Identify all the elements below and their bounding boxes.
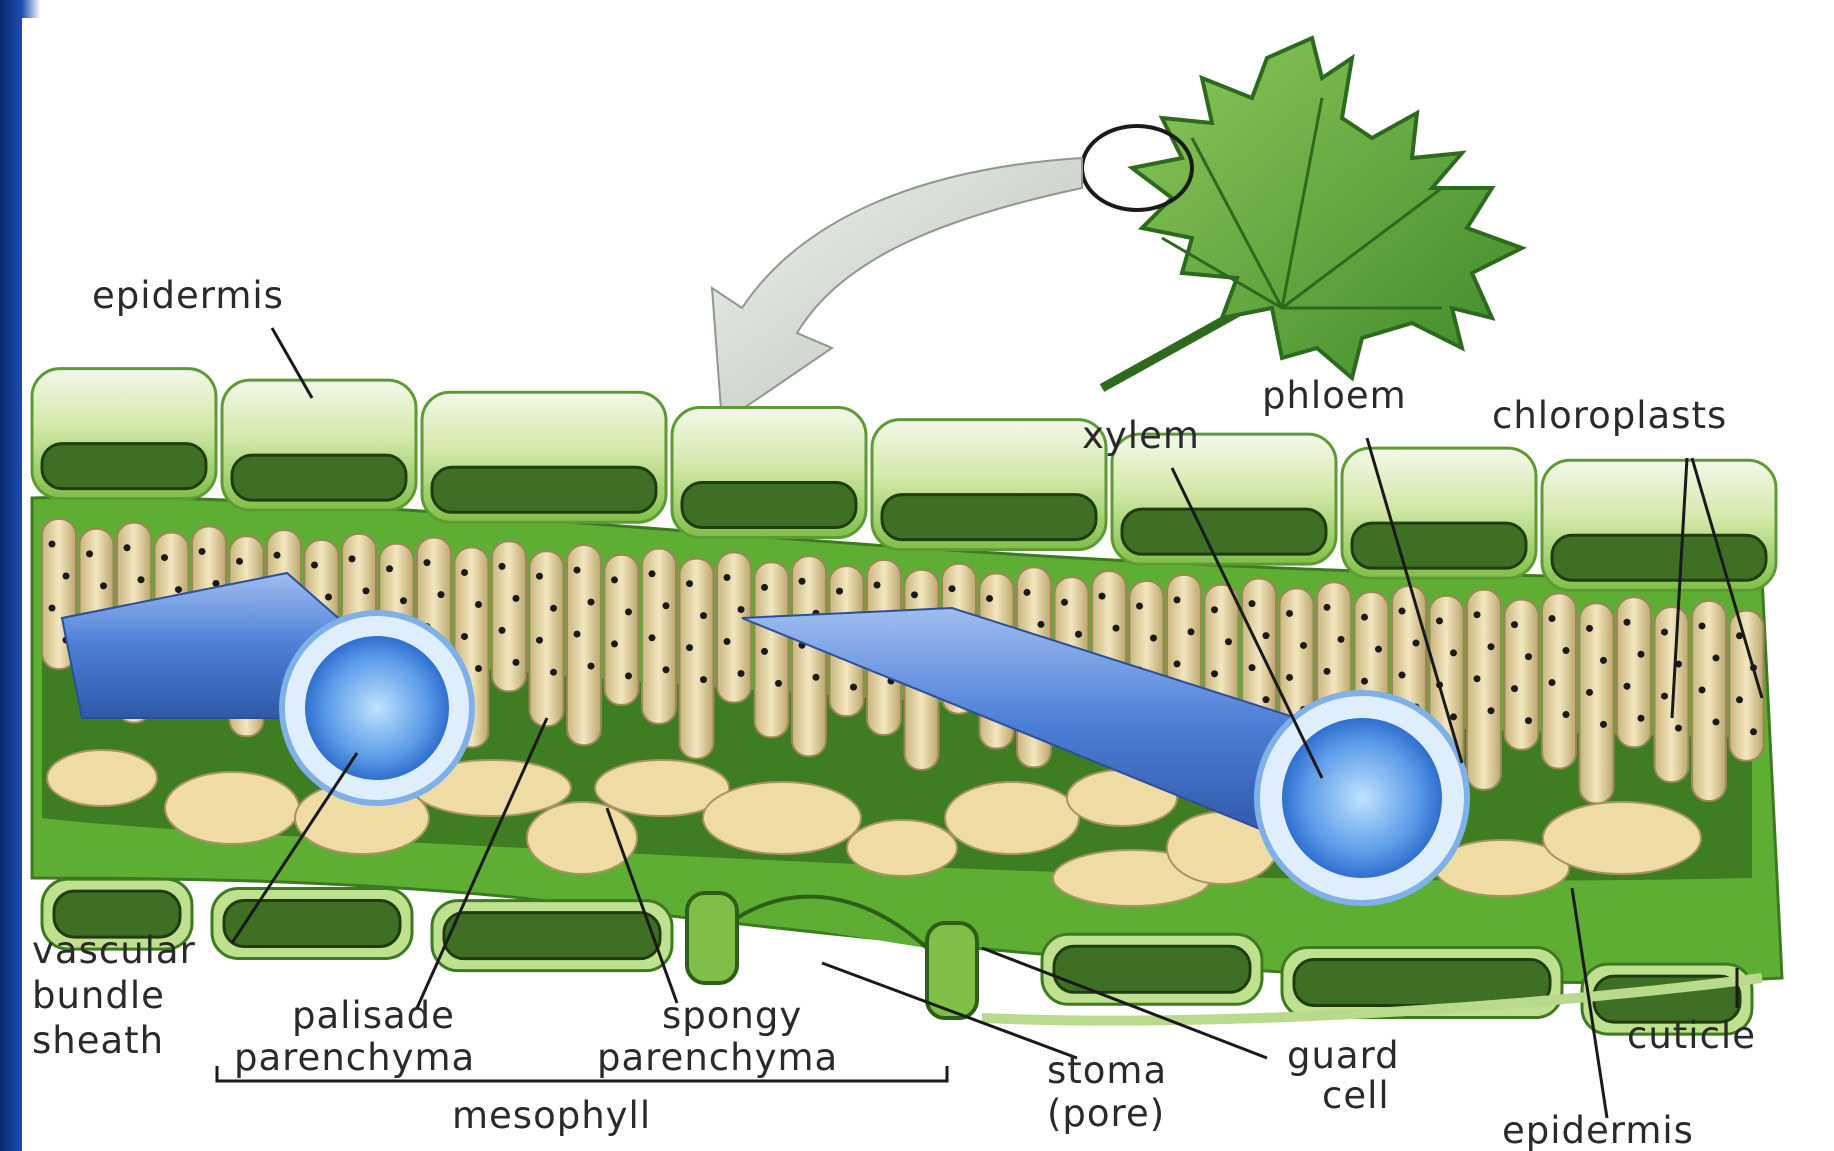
label-sheath: sheath xyxy=(32,1019,164,1062)
label-parenchyma-2: parenchyma xyxy=(597,1036,838,1079)
label-cell: cell xyxy=(1322,1074,1390,1117)
palisade-cell xyxy=(1692,601,1726,801)
lower-epidermis-cell xyxy=(432,901,672,971)
label-phloem: phloem xyxy=(1262,374,1407,417)
palisade-cell xyxy=(1617,597,1651,747)
palisade-cell xyxy=(567,545,601,745)
palisade-cell xyxy=(1467,590,1501,790)
label-pore: (pore) xyxy=(1047,1092,1165,1135)
label-parenchyma-1: parenchyma xyxy=(234,1036,475,1079)
label-cuticle: cuticle xyxy=(1627,1014,1756,1057)
palisade-cell xyxy=(717,553,751,703)
label-epidermis-bottom: epidermis xyxy=(1502,1109,1694,1151)
leaf-cross-section-diagram: epidermis phloem xylem chloroplasts vasc… xyxy=(22,18,1834,1151)
spongy-cell xyxy=(847,820,957,876)
magnify-arrow xyxy=(712,158,1082,423)
palisade-cell xyxy=(530,551,564,726)
label-mesophyll: mesophyll xyxy=(452,1094,651,1137)
label-vascular: vascular xyxy=(32,929,196,972)
palisade-cell xyxy=(1542,593,1576,768)
lower-epidermis-cell xyxy=(1042,934,1262,1004)
label-chloroplasts: chloroplasts xyxy=(1492,394,1727,437)
palisade-cell xyxy=(642,549,676,724)
upper-epidermis-cell xyxy=(1342,448,1536,578)
spongy-cell xyxy=(703,782,861,854)
spongy-cell xyxy=(527,802,637,874)
palisade-cell xyxy=(605,555,639,705)
spongy-cell xyxy=(47,750,157,806)
label-palisade: palisade xyxy=(292,994,455,1037)
palisade-cell xyxy=(680,559,714,759)
palisade-cell xyxy=(1505,600,1539,750)
upper-epidermis-cell xyxy=(422,392,666,522)
label-bundle: bundle xyxy=(32,974,165,1017)
palisade-cell xyxy=(492,541,526,691)
label-spongy: spongy xyxy=(662,994,802,1037)
label-guard: guard xyxy=(1287,1034,1400,1077)
label-epidermis-top: epidermis xyxy=(92,274,284,317)
palisade-cell xyxy=(1655,607,1689,782)
spongy-cell xyxy=(1543,802,1701,874)
upper-epidermis-cell xyxy=(872,420,1106,550)
palisade-cell xyxy=(792,556,826,756)
upper-epidermis-cell xyxy=(672,407,866,537)
upper-epidermis-cell xyxy=(222,380,416,510)
upper-epidermis-cell xyxy=(1542,460,1776,590)
lower-epidermis-cell xyxy=(212,888,412,958)
label-stoma: stoma xyxy=(1047,1049,1167,1092)
upper-epidermis-cell xyxy=(32,369,216,499)
label-xylem: xylem xyxy=(1082,414,1200,457)
spongy-cell xyxy=(165,772,299,844)
palisade-cell xyxy=(755,562,789,737)
maple-leaf-icon xyxy=(1082,38,1522,388)
palisade-cell xyxy=(1580,603,1614,803)
diagram-canvas: epidermis phloem xylem chloroplasts vasc… xyxy=(22,18,1834,1151)
leaf-cross-section xyxy=(32,369,1782,1034)
spongy-cell xyxy=(945,782,1079,854)
